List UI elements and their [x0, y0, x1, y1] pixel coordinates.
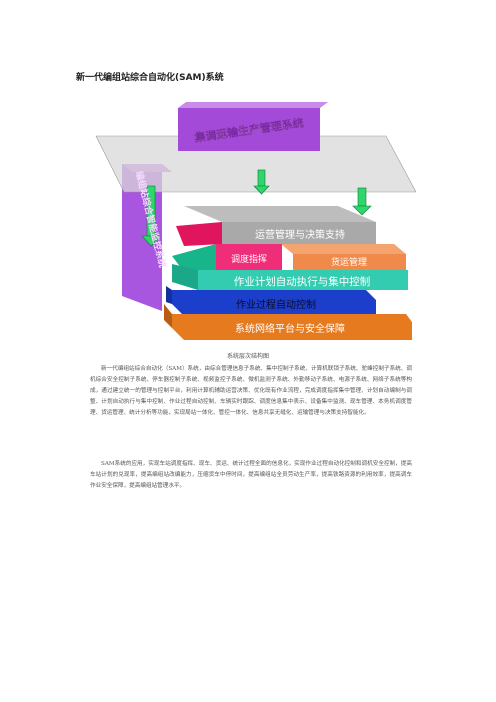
- network-layer: [172, 314, 412, 340]
- body-paragraph-2: SAM系统的应用，实现车站调度指挥、现车、货运、统计过程全面的信息化，实现作业过…: [90, 461, 412, 489]
- plan-label: 作业计划自动执行与集中控制: [234, 275, 371, 288]
- plan-layer: [198, 270, 408, 290]
- freight-block: [293, 254, 406, 270]
- down-arrow-right: [352, 187, 372, 216]
- down-arrow-center: [253, 169, 270, 195]
- body-paragraph-1: 新一代编组站综合自动化（SAM）系统，由综合管理信息子系统、集中控制子系统、计算…: [90, 366, 412, 416]
- system-layer-diagram: 集调运输生产管理系统 编组站综合智能监控系统 运营管理与决策支持 调度指挥 货运…: [95, 102, 417, 340]
- process-label: 作业过程自动控制: [236, 298, 316, 311]
- decision-label: 运营管理与决策支持: [255, 228, 345, 241]
- down-arrow-left: [141, 185, 161, 247]
- decision-block: [222, 222, 376, 244]
- figure-caption: 系统层次结构图: [226, 353, 269, 360]
- decision-block-top: [184, 206, 376, 222]
- dispatch-label: 调度指挥: [231, 253, 267, 265]
- top-banner-box: [178, 108, 320, 151]
- page-title: 新一代编组站综合自动化(SAM)系统: [76, 73, 224, 83]
- process-layer: [172, 290, 376, 314]
- dispatch-block: [216, 244, 282, 270]
- network-label: 系统网络平台与安全保障: [235, 322, 345, 335]
- freight-label: 货运管理: [331, 256, 367, 268]
